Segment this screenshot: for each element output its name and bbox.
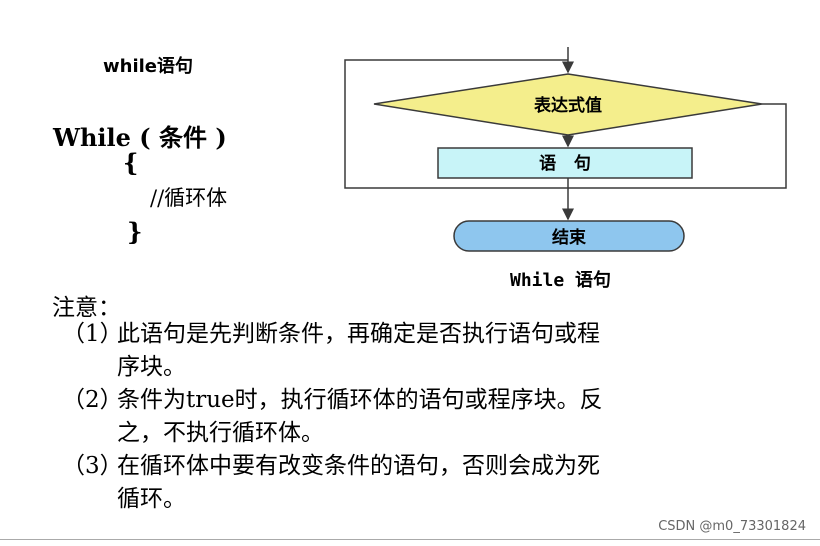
note-text: 此语句是先判断条件，再确定是否执行语句或程 [117,321,600,347]
section-heading: while语句 [103,56,193,77]
code-while-line: While ( 条件 ) [53,123,227,152]
note-text-continued: 序块。 [117,354,186,380]
note-item: （3）在循环体中要有改变条件的语句，否则会成为死 循环。 [62,450,600,516]
footer-divider [0,539,820,540]
notes-title: 注意： [52,295,121,321]
note-text-continued: 循环。 [117,486,186,512]
note-text-continued: 之，不执行循环体。 [117,420,324,446]
flowchart-caption: While 语句 [510,270,612,291]
exit-path [568,103,787,189]
note-item: （1）此语句是先判断条件，再确定是否执行语句或程 序块。 [62,318,600,384]
note-number: （3） [62,453,123,479]
end-label: 结束 [552,227,586,248]
loop-back-line [344,59,569,189]
end-terminal [453,220,685,252]
condition-label: 表达式值 [534,95,602,116]
note-text: 条件为true时，执行循环体的语句或程序块。反 [117,387,603,413]
watermark: CSDN @m0_73301824 [658,519,806,534]
note-number: （1） [62,321,123,347]
code-open-brace: { [123,148,139,177]
code-comment: //循环体 [150,186,228,210]
note-item: （2）条件为true时，执行循环体的语句或程序块。反 之，不执行循环体。 [62,384,603,450]
note-number: （2） [62,387,123,413]
body-label: 语 句 [539,153,591,174]
note-text: 在循环体中要有改变条件的语句，否则会成为死 [117,453,600,479]
code-close-brace: } [127,217,143,246]
body-box [437,147,693,179]
